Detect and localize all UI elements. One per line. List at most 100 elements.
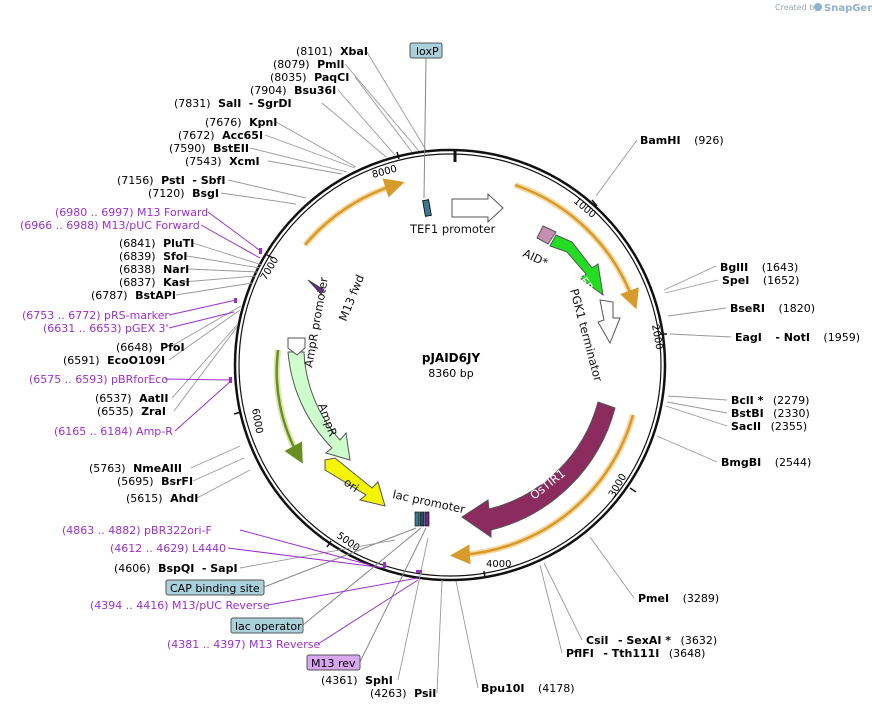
primer-prs-marker-mark[interactable] (234, 298, 237, 303)
site-label-bsu36i[interactable]: (7904) Bsu36I (250, 84, 336, 97)
site-label-bglii[interactable]: BglII (1643) (720, 261, 798, 274)
site-label-zrai[interactable]: (6535) ZraI (97, 405, 166, 418)
primer-m13-reverse-mark[interactable] (416, 570, 422, 573)
site-label-eagi[interactable]: EagI - NotI (1959) (735, 331, 860, 344)
site-label-sphi[interactable]: (4361) SphI (321, 674, 393, 687)
orf-arc-1 (514, 183, 639, 310)
site-label-bcli[interactable]: BclI * (2279) (731, 394, 809, 407)
ampr-arrow[interactable] (287, 351, 351, 461)
m13-rev-box[interactable] (306, 654, 361, 671)
cap-binding-site-label: CAP binding site (170, 582, 260, 595)
site-label-aatii[interactable]: (6537) AatII (95, 392, 168, 405)
site-label-kpni[interactable]: (7676) KpnI (205, 116, 277, 129)
site-label-kasi[interactable]: (6837) KasI (119, 276, 190, 289)
site-label-sali[interactable]: (7831) SalI - SgrDI (174, 97, 292, 110)
site-label-bsteii[interactable]: (7590) BstEII (169, 142, 249, 155)
m13-rev-label: M13 rev (311, 657, 356, 670)
tick-mark-4000 (483, 570, 486, 579)
orf-arc-3 (304, 178, 405, 246)
primer-label-m13-reverse[interactable]: (4381 .. 4397) M13 Reverse (167, 638, 320, 651)
primer-m13-forward-mark[interactable] (259, 248, 262, 254)
tick-mark-6000 (233, 411, 242, 415)
site-label-bspqi[interactable]: (4606) BspQI - SapI (114, 562, 238, 575)
yegfp-arrow[interactable] (549, 234, 604, 297)
m13-rev-marker[interactable] (424, 511, 430, 527)
created-by-text: Created by (775, 3, 819, 12)
site-label-pmei[interactable]: PmeI (3289) (638, 592, 719, 605)
primer-labels: (6980 .. 6997) M13 Forward (6966 .. 6988… (20, 206, 320, 651)
site-label-xbai[interactable]: (8101) XbaI (296, 45, 368, 58)
cap-site-marker[interactable] (414, 511, 420, 527)
loxp-leader (423, 57, 427, 199)
primer-label-prs-marker[interactable]: (6753 .. 6772) pRS-marker (22, 309, 169, 322)
aid-feature[interactable] (536, 225, 557, 245)
tick-mark-5000 (326, 540, 332, 548)
tef1-promoter-arrow[interactable] (451, 192, 504, 224)
tick-label-8000: 8000 (371, 164, 398, 181)
site-label-paqci[interactable]: (8035) PaqCI (270, 71, 349, 84)
m13-fwd-marker[interactable] (307, 279, 325, 295)
site-label-pluti[interactable]: (6841) PluTI (119, 237, 194, 250)
snapgene-branding: Created by SnapGene (775, 3, 872, 14)
primer-label-m13-puc-reverse[interactable]: (4394 .. 4416) M13/pUC Reverse (90, 599, 270, 612)
site-label-psii[interactable]: (4263) PsiI (370, 687, 436, 700)
primer-label-amp-r[interactable]: (6165 .. 6184) Amp-R (54, 425, 173, 438)
snapgene-name: SnapGene (824, 3, 872, 14)
site-label-sfoi[interactable]: (6839) SfoI (119, 250, 187, 263)
primer-label-pbrforeco[interactable]: (6575 .. 6593) pBRforEco (29, 373, 168, 386)
primer-ampr-mark[interactable] (229, 377, 232, 383)
site-label-bseri[interactable]: BseRI (1820) (730, 302, 815, 315)
loxp-marker[interactable] (422, 199, 432, 217)
site-label-ahdi[interactable]: (5615) AhdI (126, 492, 198, 505)
site-label-pmli[interactable]: (8079) PmlI (273, 58, 344, 71)
site-label-psti[interactable]: (7156) PstI - SbfI (117, 174, 225, 187)
loxp-box[interactable] (409, 42, 443, 59)
primer-label-pgex3[interactable]: (6631 .. 6653) pGEX 3' (43, 322, 169, 335)
cap-leader (263, 527, 417, 588)
site-label-bpu10i[interactable]: Bpu10I (4178) (481, 682, 575, 695)
tef1-promoter-label: TEF1 promoter (409, 222, 496, 236)
site-label-acc65i[interactable]: (7672) Acc65I (178, 129, 263, 142)
primer-label-l4440[interactable]: (4612 .. 4629) L4440 (110, 542, 226, 555)
lac-operator-label: lac operator (235, 620, 302, 633)
site-label-bstapi[interactable]: (6787) BstAPI (91, 289, 176, 302)
ampr-promoter-label: AmpR promoter (301, 276, 331, 369)
site-label-bsgi[interactable]: (7120) BsgI (148, 187, 219, 200)
site-label-bstbi[interactable]: BstBI (2330) (731, 407, 810, 420)
primer-label-pbr322ori-f[interactable]: (4863 .. 4882) pBR322ori-F (62, 524, 212, 537)
site-label-pflfi[interactable]: PflFI - Tth111I (3648) (566, 647, 705, 660)
site-label-bmgbi[interactable]: BmgBI (2544) (721, 456, 811, 469)
site-label-nmeaiii[interactable]: (5763) NmeAIII (89, 462, 182, 475)
aid-label: AID* (521, 246, 551, 270)
left-site-labels: (8101) XbaI (8079) PmlI (8035) PaqCI (79… (63, 45, 436, 700)
site-label-xcmi[interactable]: (7543) XcmI (185, 155, 260, 168)
cap-binding-site-box[interactable] (165, 579, 265, 596)
backbone-outer-ring (233, 148, 667, 582)
site-label-pfoi[interactable]: (6648) PfoI (116, 341, 185, 354)
primer-label-m13-forward[interactable]: (6980 .. 6997) M13 Forward (55, 206, 208, 219)
ostir1-arrow[interactable] (461, 401, 616, 538)
tick-mark-3000 (629, 487, 637, 493)
orf-arc-2 (450, 414, 635, 565)
site-label-bamhi[interactable]: BamHI (926) (640, 134, 724, 147)
m13rev-leader (359, 527, 427, 663)
site-label-csii[interactable]: CsiI - SexAI * (3632) (586, 634, 717, 647)
features: TEF1 promoter AID* yeGFP PGK1 terminator… (287, 192, 621, 538)
tick-label-3000: 3000 (607, 472, 629, 500)
site-label-spei[interactable]: SpeI (1652) (722, 274, 799, 287)
site-label-nari[interactable]: (6838) NarI (119, 263, 189, 276)
loxp-box-label: loxP (416, 45, 439, 58)
primer-leaders (164, 211, 419, 645)
backbone-inner-ring (238, 153, 662, 577)
site-label-sacii[interactable]: SacII (2355) (731, 420, 807, 433)
primer-label-m13-puc-forward[interactable]: (6966 .. 6988) M13/pUC Forward (20, 219, 200, 232)
ampr-promoter-arrow[interactable] (287, 337, 306, 356)
ori-arrow[interactable] (324, 457, 386, 507)
pgk1-terminator-arrow[interactable] (597, 299, 621, 345)
lac-operator-box[interactable] (230, 617, 304, 634)
site-label-ecoo109i[interactable]: (6591) EcoO109I (63, 354, 165, 367)
primer-pbr322ori-mark[interactable] (383, 562, 386, 568)
tick-label-2000: 2000 (649, 324, 664, 351)
site-label-bsrfi[interactable]: (5695) BsrFI (117, 475, 193, 488)
lac-operator-marker[interactable] (419, 511, 425, 527)
